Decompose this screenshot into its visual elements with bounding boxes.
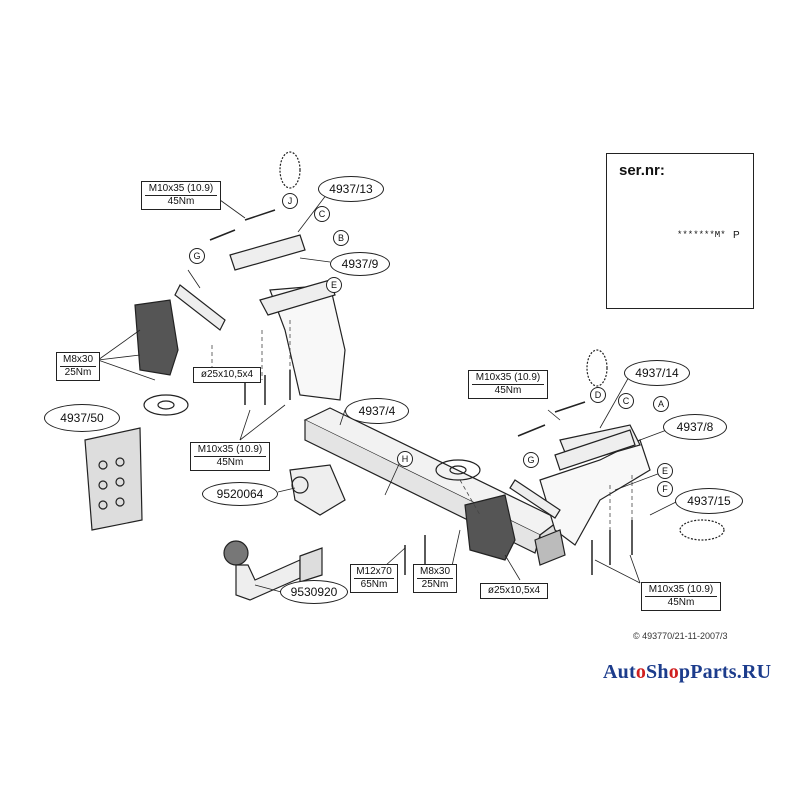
- brand-part: Sh: [646, 661, 669, 683]
- right-spring-washer-top: [586, 349, 608, 387]
- spec-bolt: M8x30: [62, 354, 93, 365]
- serial-label: ser.nr:: [619, 162, 665, 179]
- callout-e-right: E: [657, 463, 673, 479]
- part-label-4937-15: 4937/15: [675, 488, 743, 514]
- left-top-plate: [229, 234, 306, 271]
- part-label-9520064: 9520064: [202, 482, 278, 506]
- callout-h: H: [397, 451, 413, 467]
- right-plate-g: [509, 479, 561, 519]
- socket-plate: [289, 464, 346, 516]
- ball-neck: [223, 540, 323, 601]
- callout-c-right: C: [618, 393, 634, 409]
- left-spring-washer: [279, 151, 301, 189]
- callout-c-left: C: [314, 206, 330, 222]
- spec-right-top: M10x35 (10.9) 45Nm: [468, 370, 548, 399]
- brand-part: pParts.RU: [678, 661, 772, 683]
- spec-left-top: M10x35 (10.9) 45Nm: [141, 181, 221, 210]
- part-label-4937-4: 4937/4: [345, 398, 409, 424]
- brand-part: Aut: [603, 661, 636, 683]
- left-mount-bracket: [134, 299, 179, 376]
- part-label-9530920: 9530920: [280, 580, 348, 604]
- electrical-kit: [84, 427, 143, 531]
- callout-b-left: B: [333, 230, 349, 246]
- spec-torque: 65Nm: [354, 578, 394, 591]
- spec-torque: 25Nm: [417, 578, 453, 591]
- part-label-4937-13: 4937/13: [318, 176, 384, 202]
- callout-d-right: D: [590, 387, 606, 403]
- serial-p-mark: P: [733, 230, 740, 241]
- part-label-4937-9: 4937/9: [330, 252, 390, 276]
- spec-center-m8: M8x30 25Nm: [413, 564, 457, 593]
- spec-left-bottom: M10x35 (10.9) 45Nm: [190, 442, 270, 471]
- spec-bolt: M10x35 (10.9): [475, 372, 541, 383]
- callout-e-left: E: [326, 277, 342, 293]
- spec-bolt: M10x35 (10.9): [148, 183, 214, 194]
- spec-right-washer: ø25x10,5x4: [480, 583, 548, 599]
- spec-right-bottom: M10x35 (10.9) 45Nm: [641, 582, 721, 611]
- spec-torque: 25Nm: [60, 366, 96, 379]
- towbar-crossbar: [303, 407, 562, 536]
- brand-part: o: [668, 661, 679, 683]
- spec-bolt: M12x70: [356, 566, 392, 577]
- center-washer: [435, 459, 481, 481]
- left-washer: [143, 394, 189, 416]
- callout-g-left: G: [189, 248, 205, 264]
- copyright-text: © 493770/21-11-2007/3: [633, 631, 728, 641]
- callout-j-left: J: [282, 193, 298, 209]
- spec-bolt: M8x30: [419, 566, 450, 577]
- brand-watermark: AutoShopParts.RU: [603, 661, 771, 684]
- spec-bolt: M10x35 (10.9): [197, 444, 263, 455]
- spec-center-m12: M12x70 65Nm: [350, 564, 398, 593]
- serial-code: *******M*: [677, 230, 726, 240]
- spec-left-washer: ø25x10,5x4: [193, 367, 261, 383]
- square-tube-end: [534, 529, 566, 566]
- part-label-4937-8: 4937/8: [663, 414, 727, 440]
- spec-left-m8: M8x30 25Nm: [56, 352, 100, 381]
- spec-torque: 45Nm: [145, 195, 217, 208]
- serial-number-panel: ser.nr: *******M* P: [606, 153, 754, 309]
- center-mount-bracket: [464, 494, 516, 561]
- spec-bolt: M10x35 (10.9): [648, 584, 714, 595]
- callout-a-right: A: [653, 396, 669, 412]
- callout-f-right: F: [657, 481, 673, 497]
- spec-torque: 45Nm: [645, 596, 717, 609]
- spec-torque: 45Nm: [194, 456, 266, 469]
- callout-g-right: G: [523, 452, 539, 468]
- brand-part: o: [635, 661, 647, 683]
- part-label-4937-14: 4937/14: [624, 360, 690, 386]
- right-spring-washer-bottom: [679, 519, 725, 541]
- part-label-4937-50: 4937/50: [44, 404, 120, 432]
- spec-torque: 45Nm: [472, 384, 544, 397]
- right-top-plate: [554, 429, 636, 471]
- left-plate-g: [174, 284, 226, 331]
